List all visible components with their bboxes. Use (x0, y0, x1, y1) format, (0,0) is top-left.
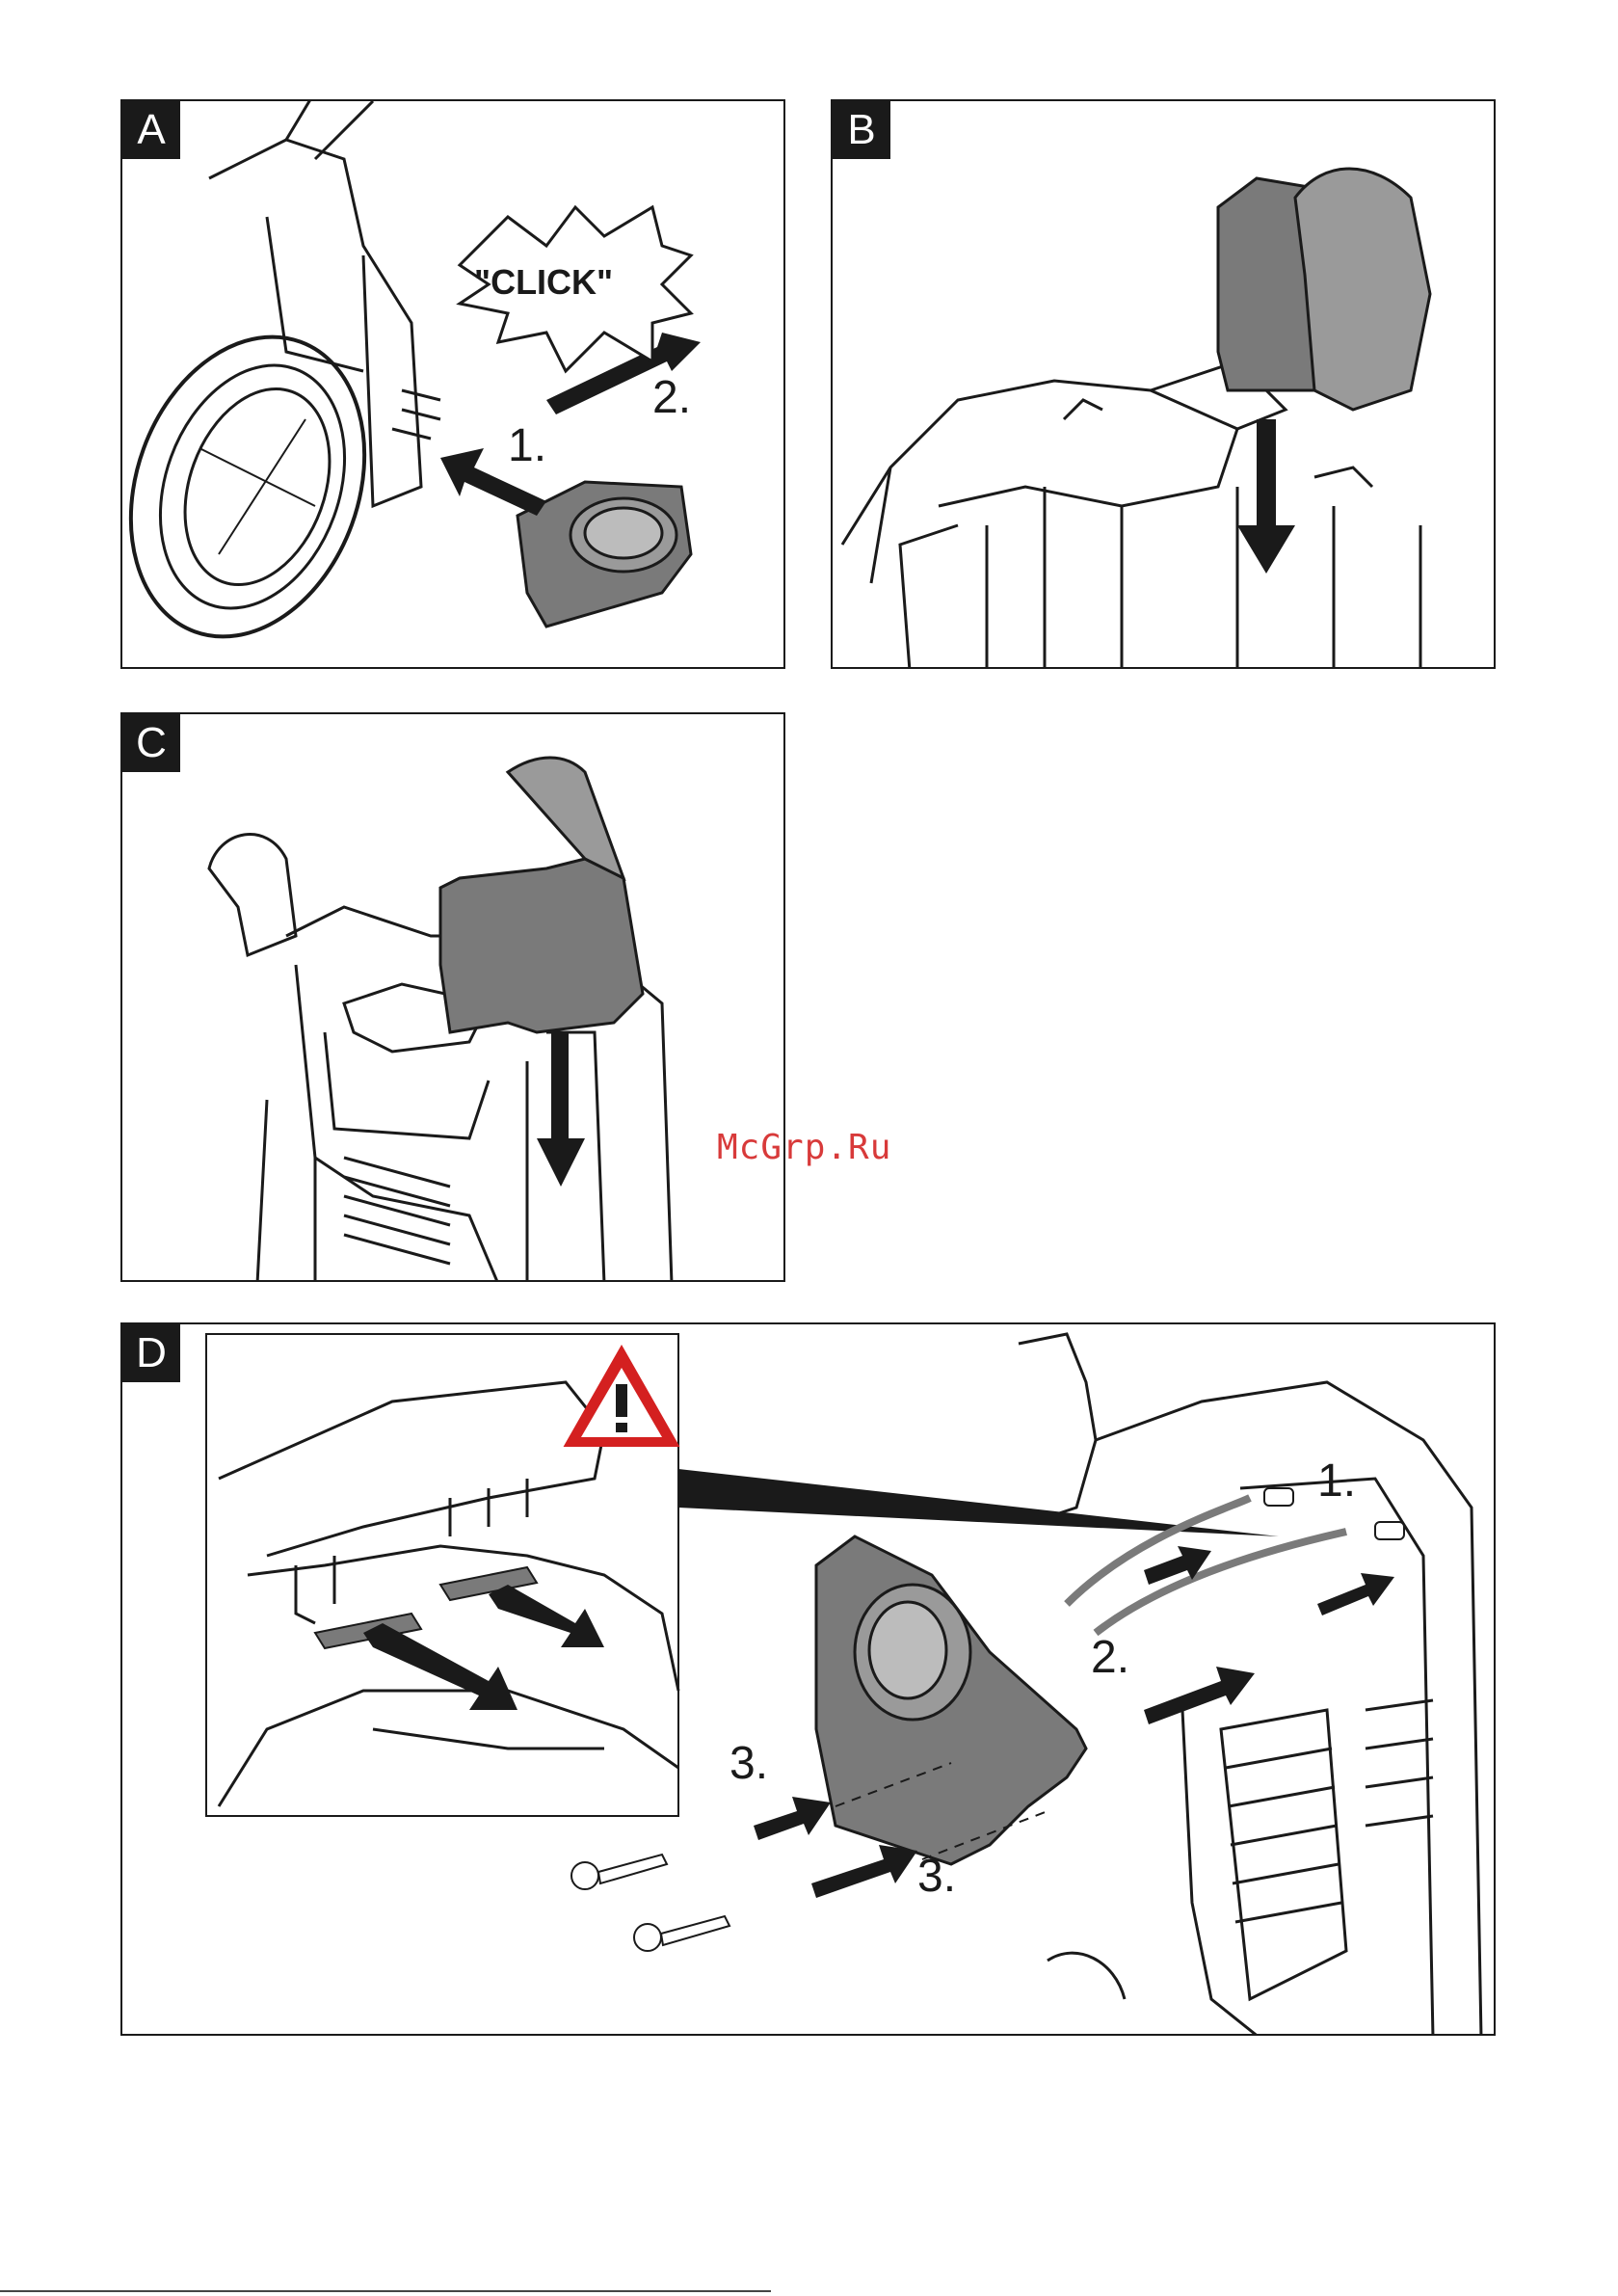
watermark: McGrp.Ru (717, 1128, 891, 1167)
panel-b-illustration (833, 101, 1496, 669)
click-label: "CLICK" (474, 262, 613, 302)
panel-c: C (120, 712, 785, 1282)
panel-d-step-3a: 3. (729, 1737, 768, 1790)
panel-b-arrow (1237, 419, 1295, 574)
panel-d-step-3b: 3. (917, 1850, 956, 1903)
panel-a-letter: A (122, 101, 180, 159)
panel-d: D (120, 1322, 1496, 2036)
panel-d-step-2: 2. (1091, 1631, 1129, 1684)
panel-c-letter: C (122, 714, 180, 772)
panel-d-part (816, 1536, 1086, 1864)
panel-d-step-1: 1. (1317, 1455, 1356, 1508)
screw-1 (571, 1855, 667, 1889)
panel-a: A (120, 99, 785, 669)
panel-c-illustration (122, 714, 785, 1282)
panel-d-letter: D (122, 1324, 180, 1382)
panel-b-letter: B (833, 101, 890, 159)
panel-b: B (831, 99, 1496, 669)
panel-c-part (440, 758, 643, 1032)
panel-a-step-2: 2. (652, 371, 691, 424)
panel-b-part (1218, 169, 1430, 410)
panel-c-arrow (537, 1032, 585, 1187)
screw-2 (634, 1916, 729, 1951)
panel-a-step-1: 1. (508, 419, 546, 472)
footer-rule (0, 2290, 771, 2292)
panel-d-illustration (122, 1324, 1496, 2036)
